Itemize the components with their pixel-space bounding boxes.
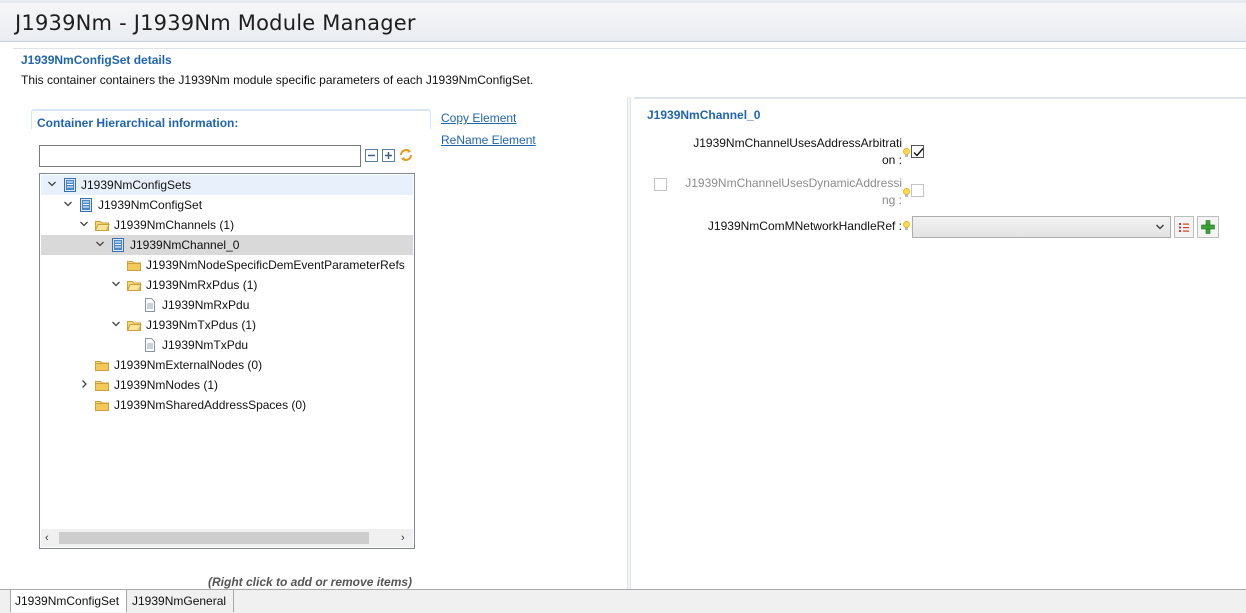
tree-item[interactable]: J1939NmNodeSpecificDemEventParameterRefs <box>41 255 413 275</box>
details-panel: J1939NmConfigSet details This container … <box>13 48 1246 96</box>
tree-item-label: J1939NmNodeSpecificDemEventParameterRefs <box>146 258 405 272</box>
chevron-right-icon[interactable] <box>78 378 90 390</box>
chevron-down-icon[interactable] <box>62 198 74 210</box>
channel-section-frame <box>634 97 1246 127</box>
container-hierarchy-title: Container Hierarchical information: <box>37 116 239 130</box>
tree-item[interactable]: J1939NmExternalNodes (0) <box>41 355 413 375</box>
scrollbar-thumb[interactable] <box>59 532 369 544</box>
editor-tab-bar: J1939NmConfigSet J1939NmGeneral <box>0 589 1246 613</box>
tree-item[interactable]: J1939NmNodes (1) <box>41 375 413 395</box>
tree-item-label: J1939NmChannel_0 <box>130 238 240 252</box>
context-hint: (Right click to add or remove items) <box>208 575 413 589</box>
channel-title: J1939NmChannel_0 <box>647 108 761 122</box>
tree-filter-input[interactable] <box>39 145 361 167</box>
address-arbitration-checkbox[interactable] <box>911 145 924 158</box>
tree-item[interactable]: J1939NmSharedAddressSpaces (0) <box>41 395 413 415</box>
details-description: This container containers the J1939Nm mo… <box>21 73 534 87</box>
module-icon <box>62 177 78 193</box>
tree-item-label: J1939NmConfigSets <box>81 178 192 192</box>
folder-icon <box>126 257 142 273</box>
folder-icon <box>94 377 110 393</box>
tree-item[interactable]: J1939NmChannels (1) <box>41 215 413 235</box>
copy-element-link[interactable]: Copy Element <box>441 111 517 125</box>
tree-item-label: J1939NmTxPdu <box>162 338 249 352</box>
horizontal-scrollbar[interactable]: ‹ › <box>41 529 413 547</box>
tree-item[interactable]: J1939NmConfigSet <box>41 195 413 215</box>
sync-icon[interactable] <box>398 147 414 163</box>
address-arbitration-label-line1: J1939NmChannelUsesAddressArbitrati <box>693 136 902 150</box>
tree-item[interactable]: J1939NmRxPdu <box>41 295 413 315</box>
dynamic-addressing-label: J1939NmChannelUsesDynamicAddressi ng : <box>665 175 902 209</box>
hint-bulb-icon <box>903 188 910 198</box>
tree-item-label: J1939NmSharedAddressSpaces (0) <box>114 398 307 412</box>
checkmark-icon <box>913 148 924 157</box>
tab-configset[interactable]: J1939NmConfigSet <box>10 590 127 612</box>
tree-item[interactable]: J1939NmRxPdus (1) <box>41 275 413 295</box>
address-arbitration-label: J1939NmChannelUsesAddressArbitrati on : <box>660 135 902 169</box>
folder-icon <box>94 397 110 413</box>
comm-handle-ref-select[interactable] <box>912 216 1171 238</box>
address-arbitration-label-line2: on : <box>881 153 902 167</box>
folder-open-icon <box>126 277 142 293</box>
plus-icon <box>1201 220 1215 234</box>
details-title: J1939NmConfigSet details <box>21 53 172 67</box>
tree-item-label: J1939NmExternalNodes (0) <box>114 358 263 372</box>
tree-item[interactable]: J1939NmChannel_0 <box>41 235 413 255</box>
chevron-down-icon[interactable] <box>110 318 122 330</box>
dynamic-addressing-label-line1: J1939NmChannelUsesDynamicAddressi <box>685 176 902 190</box>
chevron-down-icon[interactable] <box>94 238 106 250</box>
add-reference-button[interactable] <box>1197 216 1219 238</box>
tab-general[interactable]: J1939NmGeneral <box>128 590 234 612</box>
folder-open-icon <box>94 217 110 233</box>
dynamic-addressing-checkbox <box>911 184 924 197</box>
chevron-down-icon[interactable] <box>46 178 58 190</box>
top-tab-strip <box>0 0 1246 3</box>
hint-bulb-icon <box>903 148 910 158</box>
collapse-all-icon[interactable] <box>365 149 378 162</box>
module-icon <box>78 197 94 213</box>
reference-list-button[interactable] <box>1174 216 1194 238</box>
container-group-frame <box>31 109 431 129</box>
tree-item[interactable]: J1939NmTxPdu <box>41 335 413 355</box>
comm-handle-ref-label: J1939NmComMNetworkHandleRef : <box>707 219 902 233</box>
document-icon <box>142 297 158 313</box>
module-icon <box>110 237 126 253</box>
folder-open-icon <box>126 317 142 333</box>
tree-item[interactable]: J1939NmTxPdus (1) <box>41 315 413 335</box>
document-icon <box>142 337 158 353</box>
chevron-down-icon[interactable] <box>110 278 122 290</box>
scroll-left-arrow-icon[interactable]: ‹ <box>45 532 49 544</box>
dynamic-addressing-label-line2: ng : <box>881 193 902 207</box>
list-icon <box>1179 223 1189 232</box>
panel-divider[interactable] <box>627 97 631 589</box>
tree-item-label: J1939NmTxPdus (1) <box>146 318 257 332</box>
chevron-down-icon <box>1156 224 1164 230</box>
tree-item-label: J1939NmConfigSet <box>98 198 203 212</box>
tree-item[interactable]: J1939NmConfigSets <box>41 175 413 195</box>
dynamic-addressing-enable-checkbox[interactable] <box>654 178 667 191</box>
tree-item-label: J1939NmRxPdu <box>162 298 250 312</box>
title-bar: J1939Nm - J1939Nm Module Manager <box>0 3 1246 42</box>
chevron-down-icon[interactable] <box>78 218 90 230</box>
tree-item-label: J1939NmChannels (1) <box>114 218 235 232</box>
scroll-right-arrow-icon[interactable]: › <box>401 532 405 544</box>
rename-element-link[interactable]: ReName Element <box>441 133 536 147</box>
expand-all-icon[interactable] <box>382 149 395 162</box>
tree-item-label: J1939NmNodes (1) <box>114 378 219 392</box>
tree-item-label: J1939NmRxPdus (1) <box>146 278 258 292</box>
window-title: J1939Nm - J1939Nm Module Manager <box>15 11 416 35</box>
folder-icon <box>94 357 110 373</box>
hint-bulb-icon <box>903 221 910 231</box>
